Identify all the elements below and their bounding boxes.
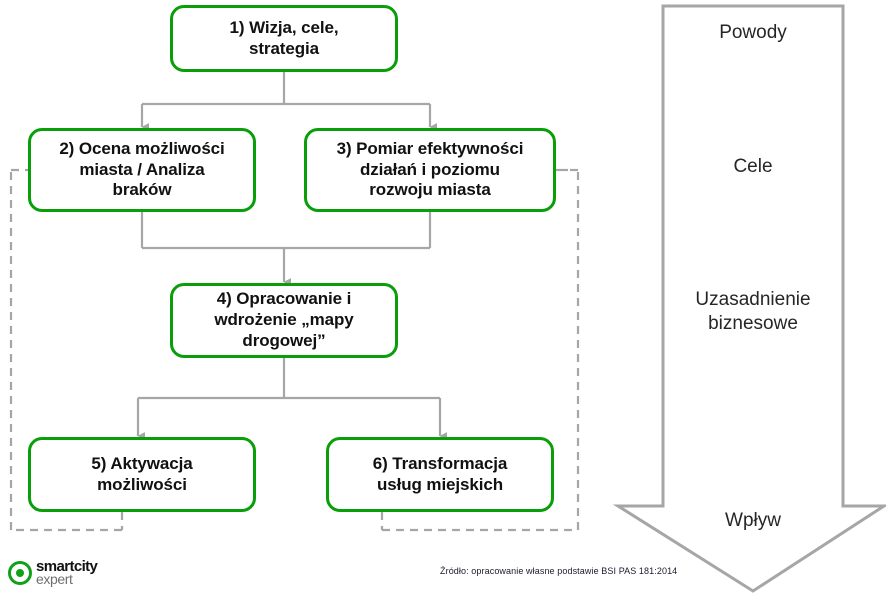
flow-node-4-line-3: drogowej”	[242, 330, 326, 350]
flow-node-2[interactable]: 2) Ocena możliwości miasta / Analiza bra…	[28, 128, 256, 212]
flow-node-1-line-1: 1) Wizja, cele,	[229, 17, 339, 37]
arrow-label-uzasadnienie-line-1: Uzasadnienie	[695, 289, 811, 310]
flow-node-5[interactable]: 5) Aktywacja możliwości	[28, 437, 256, 512]
flow-node-5-line-1: 5) Aktywacja	[91, 453, 193, 473]
flow-node-1[interactable]: 1) Wizja, cele, strategia	[170, 5, 398, 72]
connector-2-3-to-4	[140, 212, 432, 286]
flow-node-6-line-1: 6) Transformacja	[372, 453, 508, 473]
arrow-label-cele: Cele	[663, 155, 843, 179]
arrow-label-cele-text: Cele	[733, 156, 773, 177]
connector-1-to-2-3	[140, 72, 437, 131]
flow-node-2-line-3: braków	[112, 180, 172, 200]
target-ring-icon-dot	[16, 569, 24, 578]
connector-4-to-5-6	[136, 358, 447, 440]
flow-node-5-line-2: możliwości	[97, 474, 187, 494]
flow-node-3-line-1: 3) Pomiar efektywności	[336, 138, 524, 158]
arrow-label-powody: Powody	[663, 21, 843, 45]
arrow-label-wplyw: Wpływ	[663, 509, 843, 533]
arrow-label-uzasadnienie-line-2: biznesowe	[708, 312, 798, 334]
flow-node-3-line-3: rozwoju miasta	[369, 180, 491, 200]
flow-node-6[interactable]: 6) Transformacja usług miejskich	[326, 437, 554, 512]
flow-node-4-line-2: wdrożenie „mapy	[214, 310, 354, 330]
flow-node-2-line-2: miasta / Analiza	[79, 159, 205, 179]
target-ring-icon	[8, 561, 32, 586]
source-note: Źródło: opracowanie własne podstawie BSI…	[440, 566, 678, 576]
flow-node-2-line-1: 2) Ocena możliwości	[59, 138, 225, 158]
brand-logo[interactable]: smartcity expert	[8, 558, 98, 588]
flow-node-3[interactable]: 3) Pomiar efektywności działań i poziomu…	[304, 128, 556, 212]
feedback-loop-left	[9, 168, 124, 532]
brand-logo-bottom: expert	[36, 571, 73, 588]
flow-node-6-line-2: usług miejskich	[376, 474, 504, 494]
flow-node-4-line-1: 4) Opracowanie i	[216, 289, 352, 309]
flow-node-1-line-2: strategia	[249, 38, 319, 58]
brand-logo-top: smartcity	[36, 558, 98, 575]
flow-node-3-line-2: działań i poziomu	[360, 159, 500, 179]
big-down-arrow	[612, 4, 886, 593]
flow-node-4[interactable]: 4) Opracowanie i wdrożenie „mapy drogowe…	[170, 283, 398, 358]
arrow-label-powody-text: Powody	[719, 22, 787, 43]
arrow-label-uzasadnienie: Uzasadnienie biznesowe	[653, 288, 853, 336]
brand-logo-wordmark: smartcity expert	[36, 558, 98, 588]
arrow-label-wplyw-text: Wpływ	[725, 510, 781, 531]
feedback-loop-right	[380, 168, 580, 532]
